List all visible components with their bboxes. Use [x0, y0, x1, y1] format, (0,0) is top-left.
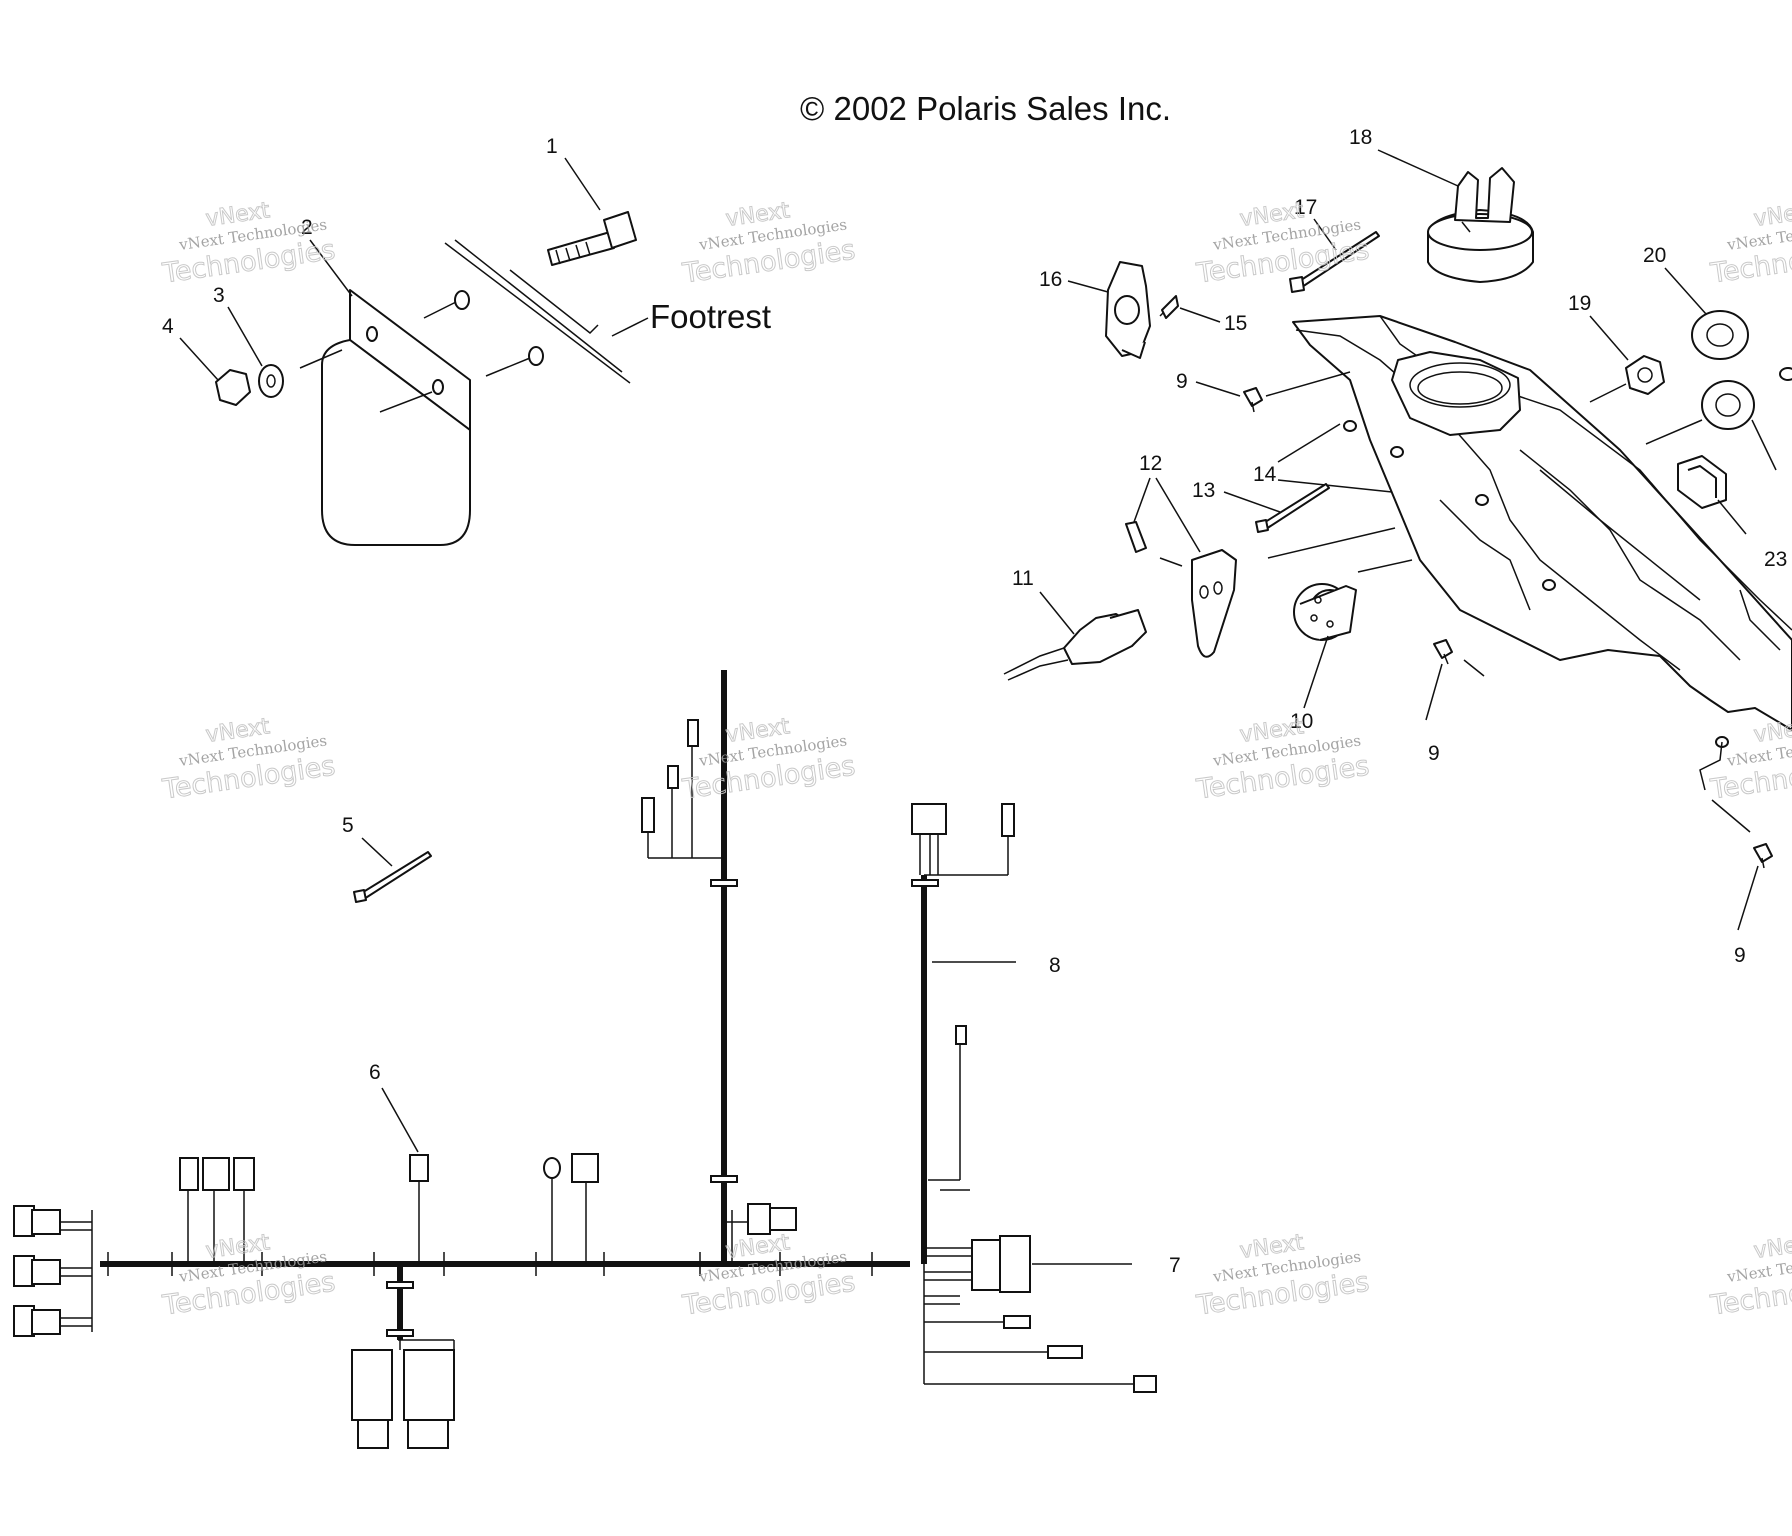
spacer-part [454, 290, 470, 310]
callout-1: 1 [546, 135, 558, 158]
footrest-block-part-2 [321, 289, 471, 546]
switch-part [1677, 455, 1727, 509]
callout-14: 14 [1253, 463, 1277, 486]
screw-part-9c [1753, 843, 1773, 869]
callout-9c: 9 [1734, 944, 1746, 967]
callout-16: 16 [1039, 268, 1062, 291]
wire-harness [13, 670, 1157, 1449]
connector-part-7 [923, 1025, 1157, 1393]
callout-15: 15 [1224, 312, 1247, 335]
boot-part-18 [1427, 167, 1534, 283]
callout-9b: 9 [1428, 742, 1440, 765]
callout-19: 19 [1568, 292, 1591, 315]
nut-part-4 [215, 369, 251, 406]
cable-tie-part-17 [1289, 231, 1380, 293]
ground-terminal [543, 1153, 599, 1264]
callout-9a: 9 [1176, 370, 1188, 393]
plug-part-12 [1125, 521, 1237, 658]
relay-connector [724, 1203, 797, 1264]
callout-10: 10 [1290, 710, 1313, 733]
clip-part [1779, 367, 1792, 381]
copyright-text: © 2002 Polaris Sales Inc. [800, 90, 1171, 127]
spacer-part-2 [528, 346, 544, 366]
footrest-assembly: Footrest [215, 211, 771, 546]
callout-20: 20 [1643, 244, 1666, 267]
console-assembly [1267, 315, 1792, 791]
console-shell [1292, 315, 1792, 731]
callout-6: 6 [369, 1061, 381, 1084]
branch-connectors-left [179, 1157, 255, 1264]
grommet-part-20 [1691, 310, 1749, 360]
callout-3: 3 [213, 284, 225, 307]
lower-branch-connectors [351, 1339, 455, 1449]
washer-part-3 [258, 364, 284, 398]
callout-8: 8 [1049, 954, 1061, 977]
harness-clips [107, 879, 939, 1337]
sensor-part-11 [1003, 609, 1147, 681]
callout-23: 23 [1764, 548, 1787, 571]
callout-5: 5 [342, 814, 354, 837]
callout-18: 18 [1349, 126, 1372, 149]
callout-11: 11 [1012, 567, 1034, 590]
ignition-switch-part-10 [1293, 583, 1357, 641]
bracket-part-16 [1105, 261, 1151, 359]
callout-7: 7 [1169, 1254, 1181, 1277]
footrest-label: Footrest [650, 298, 771, 335]
ring-nut-part [1701, 380, 1755, 430]
callout-17: 17 [1294, 196, 1317, 219]
left-connectors [13, 1205, 93, 1337]
nut-part-19 [1625, 355, 1665, 395]
connector-part-6 [409, 1154, 429, 1264]
callout-2: 2 [301, 216, 313, 239]
screw-part-9b [1433, 639, 1453, 665]
connector-part-8-top [911, 803, 1015, 876]
screw-part-9a [1243, 387, 1263, 413]
callout-12: 12 [1139, 452, 1162, 475]
cable-tie-part-13 [1255, 483, 1330, 533]
callout-13: 13 [1192, 479, 1215, 502]
top-branch-connectors [641, 719, 724, 859]
cable-tie-part-5 [353, 851, 432, 903]
callout-4: 4 [162, 315, 174, 338]
bolt-part-1 [547, 211, 637, 266]
